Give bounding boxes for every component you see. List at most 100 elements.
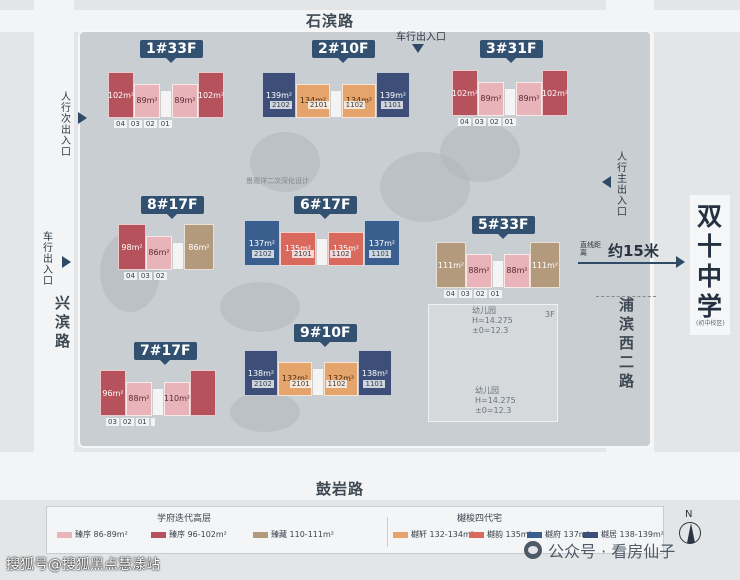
legend: 学府迭代高层 樾梭四代宅 臻序 86-89m² 臻序 96-102m² 臻藏 1… (46, 506, 664, 554)
unit-area: 86m² (184, 224, 214, 270)
legend-group1-title: 学府迭代高层 (157, 514, 212, 524)
tree-cluster (220, 282, 300, 332)
legend-item: 樾轩 132-134m² (393, 529, 474, 540)
landscape-note: 景观详二次深化设计 (246, 177, 309, 185)
kindergarten-floors: 3F (545, 310, 555, 319)
stair-core (492, 260, 504, 288)
west-pedestrian-entrance-arrow-icon (78, 112, 87, 124)
tree-cluster (440, 122, 520, 182)
road-name-north: 石滨路 (306, 12, 355, 30)
kindergarten-h-upper: H=14.275 (472, 316, 513, 325)
building-label-5[interactable]: 5#33F (472, 216, 535, 239)
unit-area (190, 370, 216, 416)
unit-area: 102m² (198, 72, 224, 118)
building-7-footprint[interactable]: 98m² 86m² 86m² (118, 224, 214, 270)
legend-item: 樾府 137m² (527, 529, 590, 540)
stair-core (172, 242, 184, 270)
unit-area: 132m² (324, 361, 358, 396)
unit-area: 89m² (172, 83, 198, 118)
building-9-footprint[interactable]: 138m² 132m² 132m² 138m² (244, 350, 392, 396)
stair-core (330, 90, 342, 118)
building-label-6[interactable]: 6#17F (294, 196, 357, 219)
stair-core (152, 388, 164, 416)
building-label-7[interactable]: 8#17F (141, 196, 204, 219)
unit-area: 135m² (280, 231, 316, 266)
distance-small-label: 直线距离 (580, 241, 601, 257)
legend-swatch (527, 531, 542, 538)
north-vehicle-entrance-arrow-icon (412, 44, 424, 53)
legend-item: 臻序 96-102m² (151, 529, 227, 540)
legend-swatch (57, 531, 72, 538)
compass-needle-icon (687, 523, 695, 543)
kindergarten-name-upper: 幼儿园 (472, 306, 496, 315)
legend-swatch (393, 531, 408, 538)
distance-value: 约15米 (608, 242, 659, 260)
legend-swatch (253, 531, 268, 538)
east-pedestrian-entrance-arrow-icon (602, 176, 611, 188)
watermark-left: 搜狐号@搜狐黑点慧漾站 (6, 557, 160, 573)
building-label-2[interactable]: 2#10F (312, 40, 375, 63)
west-vehicle-entrance-arrow-icon (62, 256, 71, 268)
kindergarten-block (428, 304, 558, 422)
compass-icon (679, 522, 701, 544)
tree-cluster (230, 392, 300, 432)
distance-line (578, 262, 678, 264)
legend-swatch (469, 531, 484, 538)
unit-area: 88m² (126, 381, 152, 416)
stair-core (312, 368, 324, 396)
building-6-footprint[interactable]: 137m² 135m² 135m² 137m² (244, 220, 400, 266)
kindergarten-name-lower: 幼儿园 (475, 386, 499, 395)
school-note: (初中校区) (696, 320, 725, 327)
building-5-footprint[interactable]: 111m² 88m² 88m² 111m² (436, 242, 560, 288)
building-label-9[interactable]: 9#10F (294, 324, 357, 347)
legend-swatch (583, 531, 598, 538)
road-name-south: 鼓岩路 (316, 480, 365, 498)
unit-area: 88m² (504, 253, 530, 288)
stair-core (316, 238, 328, 266)
north-vehicle-entrance-label: 车行出入口 (396, 32, 446, 43)
tree-cluster (250, 132, 320, 192)
legend-item: 臻藏 110-111m² (253, 529, 334, 540)
unit-area: 102m² (542, 70, 568, 116)
unit-area: 137m² (244, 220, 280, 266)
unit-area: 138m² (358, 350, 392, 396)
road-west-band (34, 0, 74, 500)
building-8-footprint[interactable]: 96m² 88m² 110m² (100, 370, 216, 416)
legend-item: 樾居 138-139m² (583, 529, 664, 540)
unit-area: 134m² (296, 83, 330, 118)
west-pedestrian-entrance-label: 人行次出入口 (61, 92, 71, 158)
building-1-footprint[interactable]: 102m² 89m² 89m² 102m² (108, 72, 224, 118)
unit-area: 111m² (530, 242, 560, 288)
legend-swatch (151, 531, 166, 538)
legend-item: 臻序 86-89m² (57, 529, 128, 540)
unit-area: 135m² (328, 231, 364, 266)
unit-area: 89m² (478, 81, 504, 116)
legend-group2-title: 樾梭四代宅 (457, 514, 503, 524)
road-name-east: 浦滨西二路 (618, 296, 635, 390)
unit-area: 89m² (516, 81, 542, 116)
watermark-right: 公众号 · 看房仙子 (524, 538, 675, 562)
unit-area: 139m² (376, 72, 410, 118)
building-3-footprint[interactable]: 102m² 89m² 89m² 102m² (452, 70, 568, 116)
legend-item: 樾韵 135m² (469, 529, 532, 540)
unit-area: 134m² (342, 83, 376, 118)
stair-core (504, 88, 516, 116)
building-2-footprint[interactable]: 139m² 134m² 134m² 139m² (262, 72, 410, 118)
unit-area: 102m² (452, 70, 478, 116)
building-label-8[interactable]: 7#17F (134, 342, 197, 365)
building-label-1[interactable]: 1#33F (140, 40, 203, 63)
boundary-dash (596, 296, 656, 297)
unit-area: 111m² (436, 242, 466, 288)
building-label-3[interactable]: 3#31F (480, 40, 543, 63)
compass-north-label: N (685, 509, 693, 520)
unit-area: 139m² (262, 72, 296, 118)
unit-area: 132m² (278, 361, 312, 396)
unit-area: 110m² (164, 381, 190, 416)
wechat-icon (524, 541, 542, 559)
unit-area: 96m² (100, 370, 126, 416)
